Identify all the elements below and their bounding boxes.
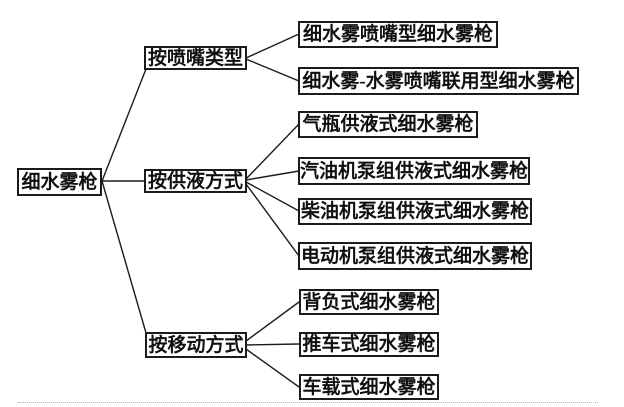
leaf-node: 电动机泵组供液式细水雾枪: [298, 242, 532, 270]
connector-line: [101, 180, 147, 334]
branch-node-nozzle-type: 按喷嘴类型: [144, 46, 247, 70]
connector-line: [245, 58, 300, 82]
root-node: 细水雾枪: [17, 168, 102, 196]
scan-artifact-dotted-line: [18, 402, 598, 403]
connector-line: [245, 301, 300, 342]
connector-line: [245, 33, 300, 59]
leaf-node: 车载式细水雾枪: [299, 374, 439, 400]
leaf-node: 细水雾-水雾喷嘴联用型细水雾枪: [298, 67, 579, 95]
connector-line: [245, 348, 300, 388]
connector-line: [245, 183, 300, 257]
leaf-node: 背负式细水雾枪: [299, 289, 439, 315]
leaf-node: 柴油机泵组供液式细水雾枪: [298, 198, 532, 225]
connector-line: [245, 343, 300, 346]
leaf-node: 细水雾喷嘴型细水雾枪: [298, 21, 498, 48]
connector-line: [245, 170, 300, 181]
connector-line: [101, 68, 147, 182]
branch-node-mobility: 按移动方式: [145, 332, 247, 358]
leaf-node: 推车式细水雾枪: [299, 332, 439, 357]
branch-node-liquid-supply: 按供液方式: [144, 169, 247, 193]
leaf-node: 气瓶供液式细水雾枪: [298, 111, 478, 138]
connector-line: [245, 123, 300, 180]
connector-line: [245, 181, 300, 212]
leaf-node: 汽油机泵组供液式细水雾枪: [298, 157, 530, 185]
